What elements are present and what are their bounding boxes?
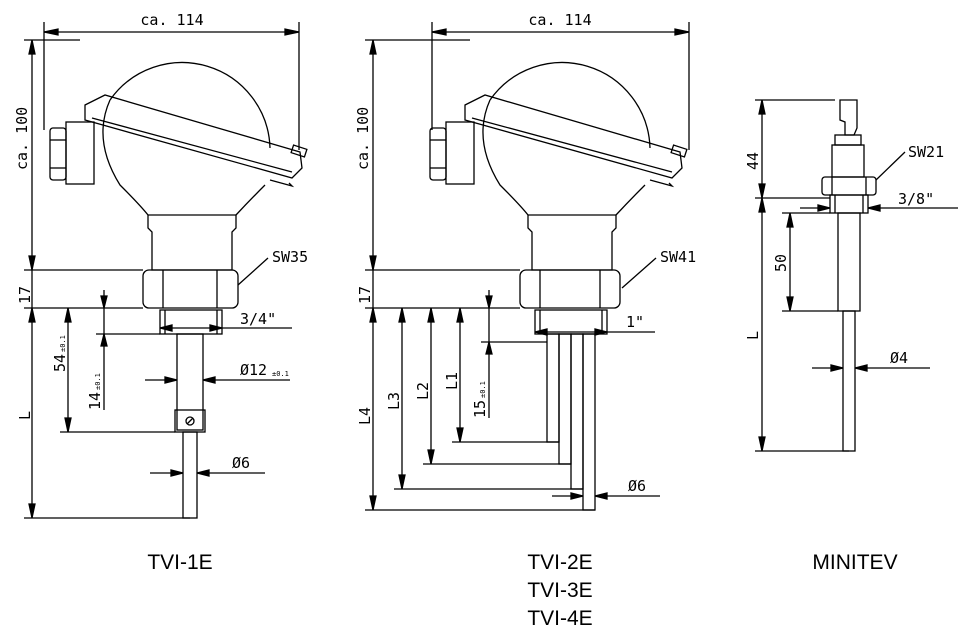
dia-4: Ø4: [890, 349, 908, 367]
dia-6-2: Ø6: [628, 477, 646, 495]
dim-54: 54: [51, 354, 69, 372]
tvi-1e-hex-nut: [142, 269, 239, 309]
tvi-234e-hex-nut: [519, 269, 621, 309]
thread-3-4: 3/4": [240, 310, 276, 328]
seg-dim-1: 17: [16, 286, 34, 304]
L1-dim: L1: [443, 372, 461, 390]
dim-15: 15: [471, 400, 489, 418]
sw41-label: SW41: [660, 248, 696, 266]
dia-12-tol: ±0.1: [272, 370, 289, 378]
minitev-hex-nut: [821, 176, 877, 196]
width-dim-1: ca. 114: [140, 11, 203, 29]
thread-1: 1": [626, 313, 644, 331]
minitev-head: [839, 99, 858, 136]
caption-tvi-4e: TVI-4E: [527, 607, 593, 630]
tvi-234e-probe: [582, 333, 596, 511]
width-dim-2: ca. 114: [528, 11, 591, 29]
L-dim-3: L: [744, 331, 762, 340]
dim-15-tol: ±0.1: [479, 381, 487, 398]
L3-dim: L3: [385, 392, 403, 410]
minitev-tube: [837, 212, 861, 312]
tvi-1e-neck: [147, 214, 237, 271]
dim-54-tol: ±0.1: [59, 335, 67, 352]
top-dim-44: 44: [744, 152, 762, 170]
caption-tvi-2e: TVI-2E: [527, 551, 593, 574]
minitev-probe: [842, 310, 856, 452]
dim-14: 14: [86, 392, 104, 410]
height-dim-1: ca. 100: [13, 107, 31, 170]
height-dim-2: ca. 100: [354, 107, 372, 170]
dim-14-tol: ±0.1: [94, 373, 102, 390]
tvi-1e-tube: [176, 333, 204, 431]
L2-dim: L2: [414, 382, 432, 400]
L4-dim: L4: [356, 407, 374, 425]
thread-3-8: 3/8": [898, 190, 934, 208]
caption-minitev: MINITEV: [812, 551, 898, 574]
sw21-label: SW21: [908, 143, 944, 161]
tvi-234e-drawing: ca. 114 ca. 100 17 L4 L3 L2 L1: [354, 11, 696, 511]
seg-dim-2: 17: [356, 286, 374, 304]
dia-12: Ø12: [240, 361, 267, 379]
minitev-drawing: 44 L 50 SW21 3/8" Ø4: [744, 99, 958, 452]
dia-6-1: Ø6: [232, 454, 250, 472]
tvi-1e-head-dome: [109, 61, 271, 149]
caption-tvi-1e: TVI-1E: [147, 551, 213, 574]
sw35-label: SW35: [272, 248, 308, 266]
tvi-1e-drawing: ca. 114 ca. 100 17 L 54 ±0.1 14 ±0.1 SW3…: [13, 11, 308, 519]
tvi-1e-probe: [182, 431, 198, 519]
tvi-1e-cable-gland: [49, 127, 67, 181]
len-dim-50: 50: [772, 254, 790, 272]
tvi-1e-lid: [84, 94, 303, 179]
tvi-234e-lid: [464, 94, 683, 179]
L-dim-1: L: [16, 411, 34, 420]
caption-tvi-3e: TVI-3E: [527, 579, 593, 602]
